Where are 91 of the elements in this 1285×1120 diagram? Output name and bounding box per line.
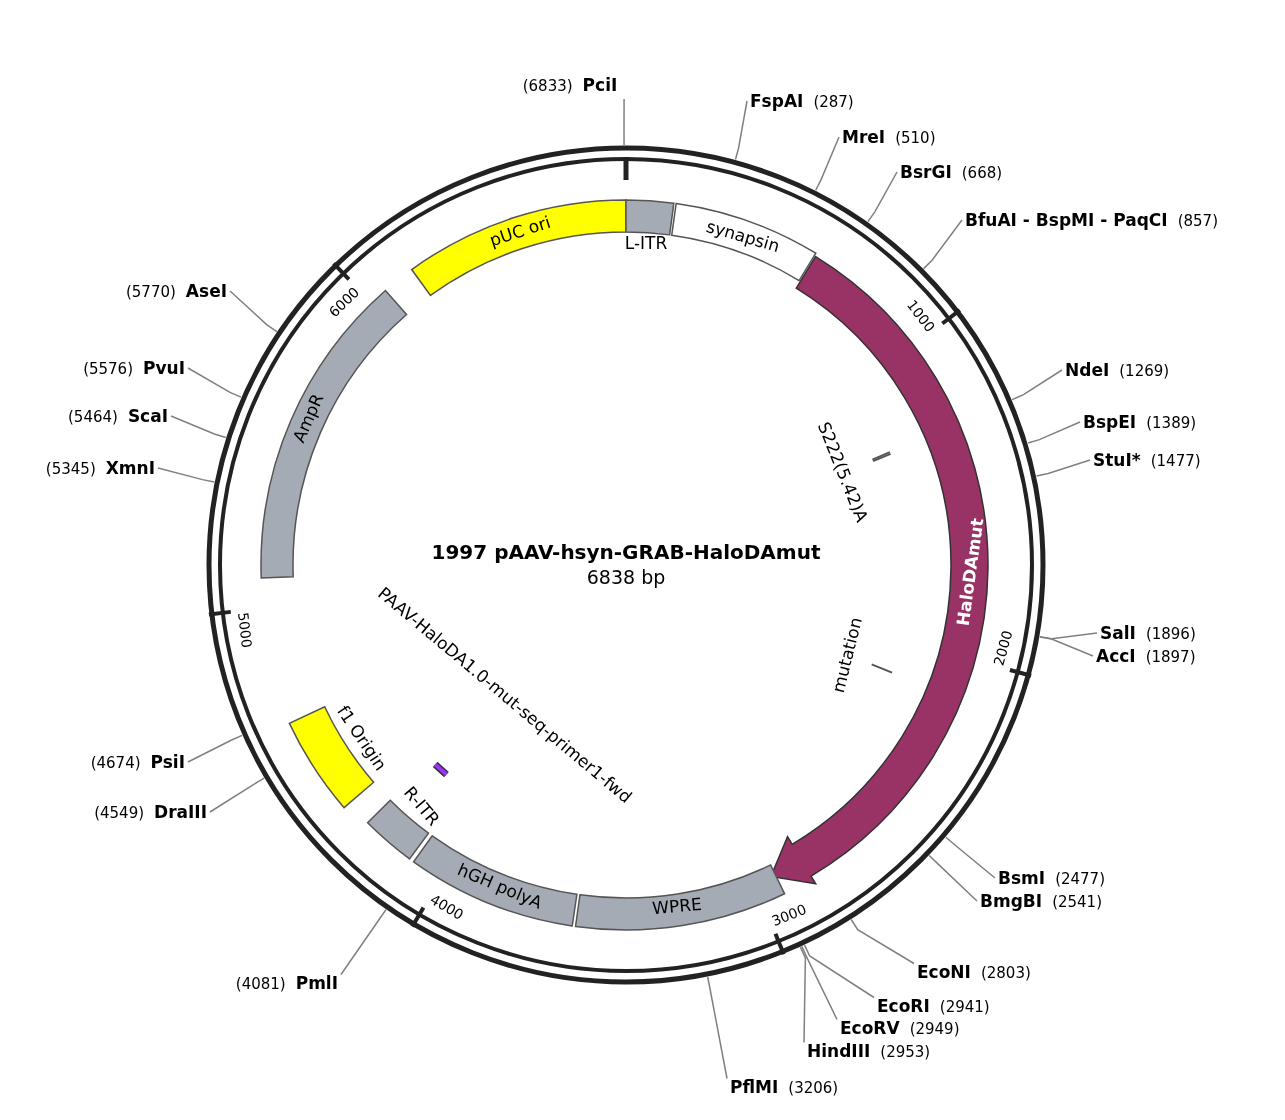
enzyme-name: BfuAI - BspMI - PaqCI xyxy=(965,209,1168,230)
cut-position: (857) xyxy=(1177,211,1218,230)
cut-position: (6833) xyxy=(522,77,573,95)
cut-position: (1896) xyxy=(1145,624,1196,643)
feature-arc xyxy=(671,202,817,282)
cut-position: (1389) xyxy=(1146,413,1197,432)
enzyme-name: BsmI xyxy=(998,867,1046,888)
leader-line xyxy=(850,918,915,965)
cut-position: (4674) xyxy=(90,753,141,772)
cut-position: (5464) xyxy=(68,407,118,426)
leader-line xyxy=(157,467,216,483)
cut-position: (287) xyxy=(813,92,854,111)
enzyme-name: FspAI xyxy=(750,90,804,111)
mutation-mark xyxy=(870,663,894,674)
leader-line xyxy=(209,777,265,813)
tick-label: 4000 xyxy=(427,890,466,923)
tick-label: 5000 xyxy=(235,611,256,649)
feature-arc xyxy=(625,199,675,236)
leader-line xyxy=(922,219,963,270)
cut-position: (1897) xyxy=(1145,647,1196,666)
cut-position: (2949) xyxy=(909,1019,960,1038)
leader-line xyxy=(187,734,243,763)
leader-line xyxy=(928,854,978,902)
cut-position: (510) xyxy=(895,128,936,147)
leader-line xyxy=(229,290,278,333)
leader-line xyxy=(706,976,728,1080)
cut-position: (2541) xyxy=(1052,892,1102,911)
leader-line xyxy=(1039,632,1098,640)
enzyme-name: PflMI xyxy=(730,1076,779,1097)
cut-position: (5770) xyxy=(125,282,176,301)
leader-line xyxy=(1011,369,1063,401)
cut-position: (2477) xyxy=(1055,869,1105,888)
cut-position: (5345) xyxy=(45,459,96,478)
enzyme-name: BsrGI xyxy=(900,161,952,182)
enzyme-name: BspEI xyxy=(1083,411,1137,432)
feature-label: HaloDAmut xyxy=(952,516,988,628)
enzyme-name: PsiI xyxy=(150,751,185,772)
enzyme-name: HindIII xyxy=(807,1040,871,1061)
enzyme-name: EcoNI xyxy=(917,961,971,982)
cut-position: (4549) xyxy=(94,803,145,822)
enzyme-name: DraIII xyxy=(154,801,207,822)
enzyme-name: BmgBI xyxy=(980,890,1043,911)
mutation-mark xyxy=(871,451,892,463)
cut-position: (1477) xyxy=(1150,451,1201,470)
feature-label: pUC ori xyxy=(487,211,553,251)
leader-line xyxy=(799,946,807,1044)
leader-line xyxy=(340,908,387,976)
enzyme-name: EcoRV xyxy=(840,1017,900,1038)
enzyme-name: PciI xyxy=(582,75,618,95)
leader-line xyxy=(1039,636,1094,657)
enzyme-name: AccI xyxy=(1096,645,1136,666)
cut-position: (1269) xyxy=(1119,361,1170,380)
leader-line xyxy=(814,136,840,192)
leader-line xyxy=(1027,421,1081,444)
cut-position: (2803) xyxy=(980,963,1031,982)
leader-line xyxy=(170,415,227,439)
cut-position: (2941) xyxy=(939,997,990,1016)
leader-line xyxy=(623,98,625,146)
tick-label: 3000 xyxy=(769,900,809,930)
cut-position: (4081) xyxy=(235,974,286,993)
feature-label: mutation xyxy=(828,615,866,695)
feature-arc xyxy=(412,835,578,927)
tick-label: 2000 xyxy=(990,628,1016,668)
cut-position: (668) xyxy=(961,163,1003,182)
leader-line xyxy=(187,367,242,398)
feature-label: L-ITR xyxy=(624,233,668,253)
leader-line xyxy=(945,836,996,879)
enzyme-name: SalI xyxy=(1100,622,1136,643)
map-title: 1997 pAAV-hsyn-GRAB-HaloDAmut xyxy=(431,542,821,562)
leader-line xyxy=(867,171,898,223)
enzyme-name: EcoRI xyxy=(877,995,930,1016)
enzyme-name: PvuI xyxy=(143,357,185,378)
enzyme-name: AseI xyxy=(185,280,227,301)
enzyme-name: MreI xyxy=(842,126,886,147)
enzyme-name: XmnI xyxy=(105,457,155,478)
primer-arrow xyxy=(432,761,449,778)
feature-label: WPRE xyxy=(651,893,703,919)
cut-position: (2953) xyxy=(880,1042,931,1061)
sequence-length: 6838 bp xyxy=(586,567,666,587)
feature-arc xyxy=(410,199,627,297)
feature-arc xyxy=(260,289,408,579)
cut-position: (5576) xyxy=(83,359,134,378)
leader-line xyxy=(1035,459,1091,477)
leader-line xyxy=(803,944,875,999)
leader-line xyxy=(734,100,748,161)
leader-line xyxy=(801,945,838,1021)
enzyme-name: ScaI xyxy=(127,405,168,426)
enzyme-name: NdeI xyxy=(1065,359,1110,380)
cut-position: (3206) xyxy=(788,1078,839,1097)
enzyme-name: StuI* xyxy=(1093,449,1141,470)
enzyme-name: PmlI xyxy=(295,972,338,993)
